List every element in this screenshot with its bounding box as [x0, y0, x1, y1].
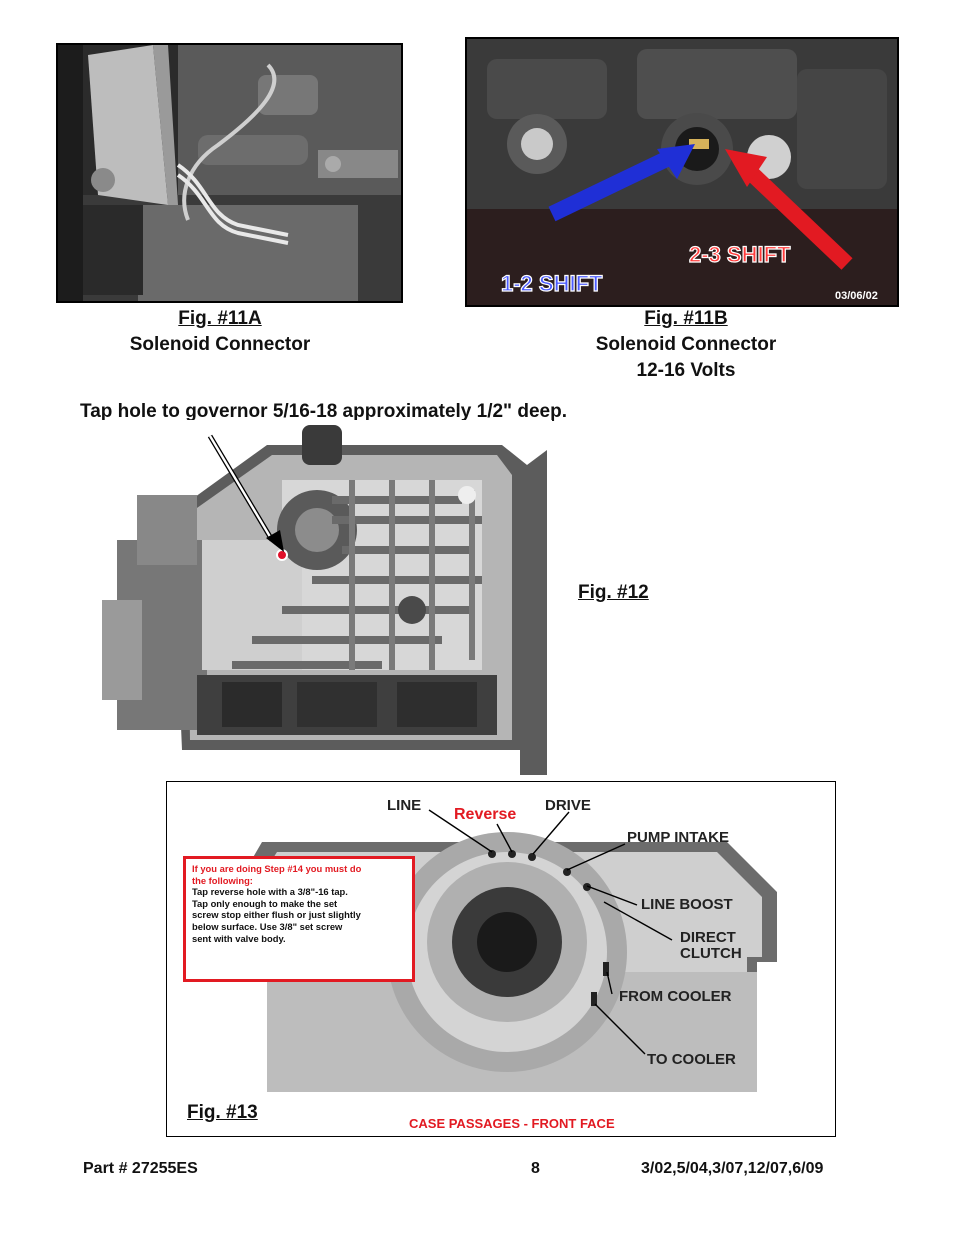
fig11a-image — [58, 45, 401, 301]
fig11b-subtitle: Solenoid Connector — [595, 334, 777, 355]
fig12-title: Fig. #12 — [578, 582, 649, 603]
warning-line-2: Tap only enough to make the set — [192, 897, 338, 909]
arrow-12-shaft — [548, 146, 681, 222]
fig12-photo — [82, 420, 552, 775]
arrow-23-head — [725, 149, 767, 187]
label-pump-intake: PUMP INTAKE — [627, 829, 729, 846]
fig12-note: Tap hole to governor 5/16-18 approximate… — [80, 401, 567, 422]
warning-line-4: below surface. Use 3/8" set screw — [192, 920, 343, 932]
label-clutch: CLUTCH — [680, 945, 742, 962]
footer-page-number: 8 — [531, 1160, 540, 1177]
fig12-pointer-arrow — [207, 434, 284, 552]
label-from-cooler: FROM COOLER — [619, 988, 732, 1005]
fig12-image — [82, 420, 552, 775]
photo-date: 03/06/02 — [835, 290, 878, 302]
fig11b-title: Fig. #11B — [644, 308, 728, 329]
warning-line-5: sent with valve body. — [192, 932, 286, 944]
label-case-passages: CASE PASSAGES - FRONT FACE — [409, 1116, 615, 1131]
label-2-3-shift: 2-3 SHIFT — [689, 242, 791, 267]
warning-heading-1: If you are doing Step #14 you must do — [192, 863, 362, 874]
fig11b-caption: Fig. #11B Solenoid Connector 12-16 Volts — [536, 306, 836, 384]
label-line: LINE — [387, 797, 421, 814]
fig11a-subtitle: Solenoid Connector — [129, 334, 311, 355]
fig11a-photo — [56, 43, 403, 303]
fig13-panel: LINE Reverse DRIVE PUMP INTAKE LINE BOOS… — [166, 781, 836, 1137]
fig13-title: Fig. #13 — [187, 1102, 258, 1123]
label-line-boost: LINE BOOST — [641, 896, 733, 913]
footer-revision-dates: 3/02,5/04,3/07,12/07,6/09 — [641, 1160, 824, 1177]
arrow-23-shaft — [741, 163, 853, 270]
fig13-leader-lines — [428, 809, 673, 1055]
label-direct: DIRECT — [680, 929, 736, 946]
label-1-2-shift: 1-2 SHIFT — [501, 271, 603, 296]
fig11b-image: 1-2 SHIFT 2-3 SHIFT 03/06/02 — [467, 39, 897, 305]
fig11a-title: Fig. #11A — [178, 308, 262, 329]
footer-part-number: Part # 27255ES — [83, 1160, 198, 1177]
arrow-12-head — [657, 144, 695, 179]
warning-heading-2: the following: — [192, 874, 253, 886]
fig11b-photo: 1-2 SHIFT 2-3 SHIFT 03/06/02 — [465, 37, 899, 307]
fig13-warning-box: If you are doing Step #14 you must do th… — [183, 856, 415, 982]
fig11b-voltage: 12-16 Volts — [636, 360, 736, 381]
warning-line-1: Tap reverse hole with a 3/8"-16 tap. — [192, 886, 348, 898]
label-reverse: Reverse — [454, 806, 516, 823]
warning-line-3: screw stop either flush or just slightly — [192, 909, 361, 921]
fig11a-caption: Fig. #11A Solenoid Connector — [70, 306, 370, 358]
label-drive: DRIVE — [545, 797, 591, 814]
label-to-cooler: TO COOLER — [647, 1051, 736, 1068]
